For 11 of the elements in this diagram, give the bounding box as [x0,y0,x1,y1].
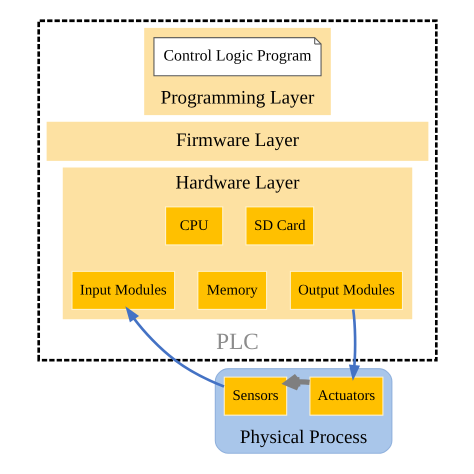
node-box: SD Card [244,206,314,246]
node-box: Actuators [308,376,383,416]
arrow [283,373,310,391]
node-box: Firmware Layer [46,122,428,161]
node-box: Sensors [223,376,287,416]
arrow [124,306,224,388]
arrow [348,309,360,381]
node-box: Input Modules [70,270,175,310]
node-box: Output Modules [289,270,402,310]
node-box: Memory [196,270,267,310]
node-box: CPU [164,206,223,246]
